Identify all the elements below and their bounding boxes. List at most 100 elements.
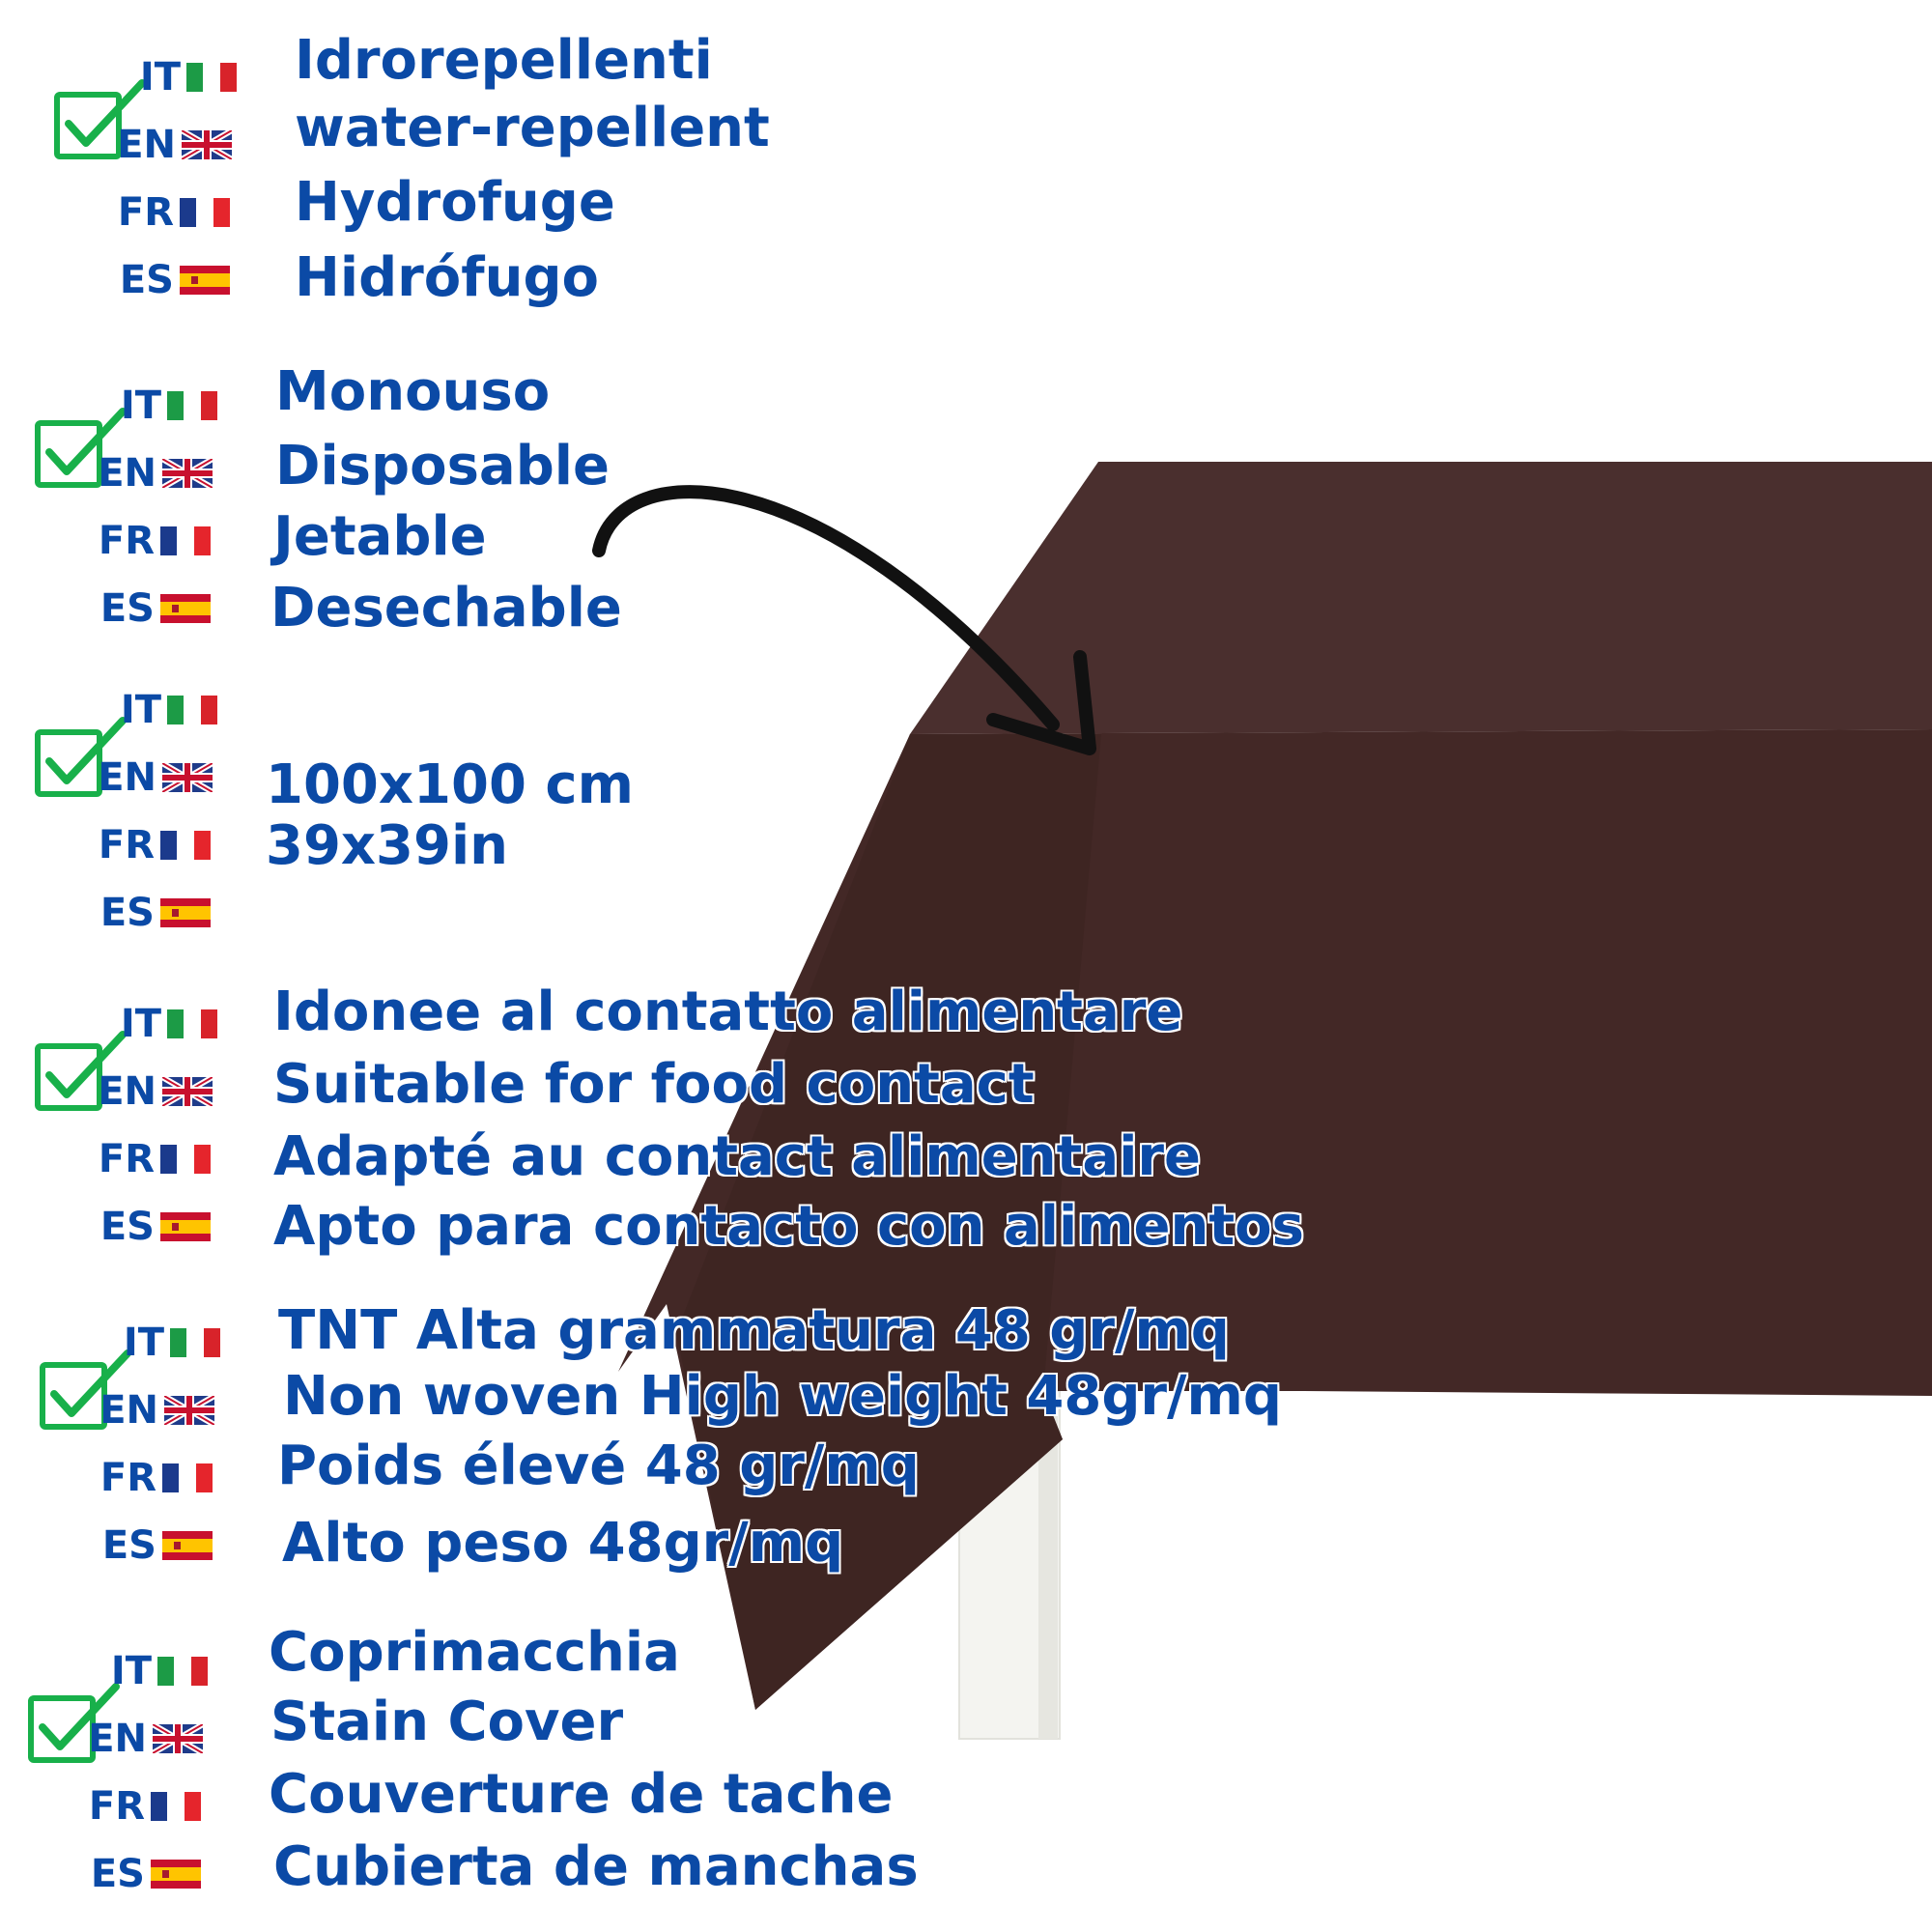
italy-flag-icon [170,1328,220,1357]
france-flag-icon [162,1463,213,1492]
language-code: EN [99,1388,158,1433]
uk-flag-icon [160,1074,214,1109]
spain-flag-icon [162,1531,213,1560]
language-label-fr: FR [95,1140,211,1179]
language-code: IT [139,55,181,99]
language-code: IT [123,1321,164,1365]
feature-text-fr: Hydrofuge [295,171,615,234]
language-label-es: ES [97,1526,213,1565]
italy-flag-icon [157,1657,208,1686]
feature-text-en: Stain Cover [270,1690,624,1753]
feature-text-es: Apto para contacto con alimentos [273,1195,1304,1258]
language-label-fr: FR [97,1459,213,1497]
language-label-it: IT [101,1005,217,1043]
language-label-fr: FR [85,1787,201,1826]
feature-text-es: Cubierta de manchas [273,1835,919,1898]
language-code: ES [90,1852,145,1896]
language-code: IT [120,384,161,428]
feature-text-fr: Adapté au contact alimentaire [273,1125,1201,1188]
language-code: FR [98,519,155,563]
language-label-en: EN [87,1717,205,1761]
feature-text-en: 100x100 cm [266,753,634,816]
feature-text-fr: Couverture de tache [269,1763,894,1826]
language-code: EN [98,1069,156,1114]
arrow-line [592,485,1060,731]
feature-text-es: Alto peso 48gr/mq [282,1512,844,1575]
uk-flag-icon [160,456,214,491]
spain-flag-icon [151,1860,201,1889]
checkmark-icon [34,715,130,806]
language-label-es: ES [95,894,211,932]
feature-text-es: Desechable [270,577,622,639]
language-label-en: EN [97,451,214,496]
checkmark-icon [39,1348,135,1438]
table-leg-left [1038,1391,1058,1739]
language-code: EN [98,755,156,800]
france-flag-icon [160,831,211,860]
feature-text-en: Non woven High weight 48gr/mq [283,1365,1282,1428]
language-label-en: EN [97,1069,214,1114]
checkmark-icon [34,1029,130,1120]
checkmark-icon [27,1681,124,1772]
spain-flag-icon [160,1212,211,1241]
language-code: ES [99,891,155,935]
france-flag-icon [160,1145,211,1174]
checkmark-icon [53,77,150,168]
language-label-en: EN [99,1388,216,1433]
feature-text-es: Hidrófugo [295,246,600,309]
language-code: ES [101,1523,156,1568]
feature-text-it: Monouso [275,360,551,423]
language-code: IT [110,1649,152,1693]
feature-text-en: Disposable [275,435,610,497]
feature-text-fr: Jetable [273,505,487,568]
language-label-fr: FR [114,193,230,232]
language-label-es: ES [114,261,230,299]
language-label-fr: FR [95,522,211,560]
feature-text-fr: Poids élevé 48 gr/mq [277,1435,920,1497]
spain-flag-icon [160,594,211,623]
spain-flag-icon [180,266,230,295]
checkmark-icon [34,406,130,497]
language-label-en: EN [97,755,214,800]
language-label-it: IT [101,691,217,729]
language-code: FR [117,190,174,235]
language-code: FR [98,823,155,867]
language-code: EN [98,451,156,496]
language-code: FR [98,1137,155,1181]
france-flag-icon [160,526,211,555]
feature-text-en: Suitable for food contact [273,1053,1035,1116]
france-flag-icon [151,1792,201,1821]
feature-text-it: Idrorepellenti [295,29,713,92]
language-code: ES [119,258,174,302]
arrow-head [986,650,1096,755]
tablecloth-top [910,462,1932,734]
uk-flag-icon [180,128,234,162]
language-label-it: IT [121,58,237,97]
language-code: EN [88,1717,147,1761]
italy-flag-icon [167,1009,217,1038]
language-code: EN [117,123,176,167]
uk-flag-icon [160,760,214,795]
language-code: ES [99,1205,155,1249]
language-label-es: ES [95,1208,211,1246]
feature-text-it: Idonee al contatto alimentare [273,980,1183,1043]
language-label-fr: FR [95,826,211,865]
language-label-it: IT [104,1323,220,1362]
feature-text-it: TNT Alta grammatura 48 gr/mq [278,1299,1230,1362]
language-label-es: ES [95,589,211,628]
spain-flag-icon [160,898,211,927]
italy-flag-icon [186,63,237,92]
language-label-it: IT [92,1652,208,1690]
uk-flag-icon [151,1721,205,1756]
language-code: IT [120,688,161,732]
language-label-it: IT [101,386,217,425]
language-code: FR [99,1456,156,1500]
feature-text-fr: 39x39in [266,814,509,877]
language-code: ES [99,586,155,631]
language-code: IT [120,1002,161,1046]
feature-text-it: Coprimacchia [269,1621,680,1684]
language-label-es: ES [85,1855,201,1893]
uk-flag-icon [162,1393,216,1428]
tablecloth-corner-fold [676,734,1101,1710]
